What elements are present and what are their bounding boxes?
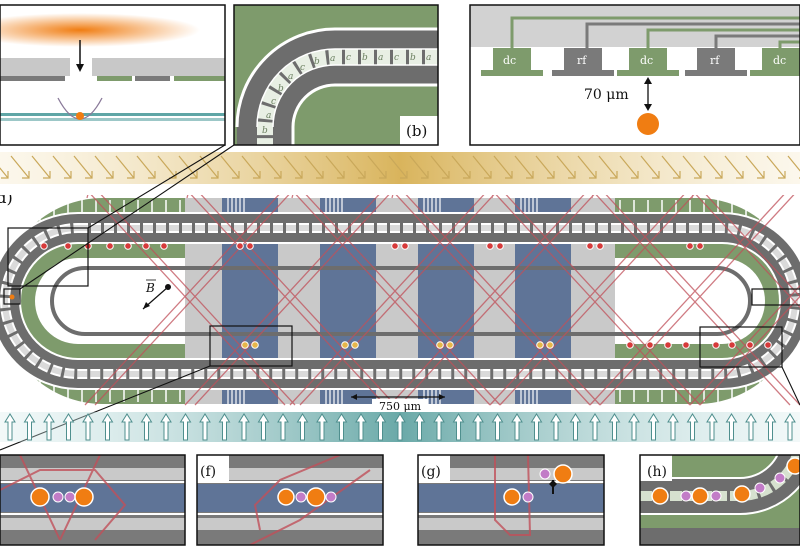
segment-letter: b	[314, 57, 320, 67]
scale-label: 750 μm	[379, 400, 422, 413]
segment-letter: a	[288, 72, 293, 82]
panel-d: (d) B	[0, 188, 800, 406]
segment-letter: a	[330, 54, 335, 64]
electrode-label: dc	[503, 54, 516, 67]
segment-letter: c	[271, 97, 276, 107]
segment-letter: b	[278, 84, 284, 94]
segment-letter: b	[262, 126, 268, 136]
segment-letter: c	[394, 53, 399, 63]
panel-c: dc rf dc rf dc 70 μm	[470, 5, 800, 145]
segment-letter: a	[378, 53, 383, 63]
electrode-rf	[697, 48, 735, 70]
panel-g: (g)	[418, 455, 604, 545]
panel-h: (h)	[640, 455, 800, 545]
electrode-label: rf	[710, 54, 720, 67]
electrode-label: rf	[577, 54, 587, 67]
segment-letter: c	[346, 53, 351, 63]
field-label: B	[145, 281, 155, 295]
teal-laser-bar	[0, 412, 800, 442]
electrode-label: dc	[640, 54, 653, 67]
segment-letter: c	[300, 63, 305, 73]
electrode-label: dc	[773, 54, 786, 67]
laser-beam-spot	[0, 13, 200, 47]
electrode-dc	[493, 48, 531, 70]
panel-label-b: (b)	[406, 122, 427, 140]
electrode-dc	[762, 48, 800, 70]
segment-letter: a	[266, 111, 271, 121]
panel-label-d: (d)	[0, 188, 13, 207]
panel-b: a b c a b c a b c a b c a b (b)	[234, 5, 438, 145]
segment-letter: b	[362, 53, 368, 63]
trapped-ion	[76, 112, 84, 120]
panel-label-g: (g)	[421, 464, 441, 480]
gold-laser-bar	[0, 152, 800, 184]
panel-label-h: (h)	[647, 464, 667, 480]
segment-letter: b	[410, 53, 416, 63]
panel-e	[0, 455, 185, 545]
panel-f: (f)	[197, 455, 383, 545]
trapped-ion	[637, 113, 659, 135]
electrode-dc	[629, 48, 667, 70]
distance-label: 70 μm	[584, 87, 629, 103]
electrode-rf	[564, 48, 602, 70]
segment-letter: a	[426, 53, 431, 63]
panel-label-f: (f)	[200, 464, 216, 480]
panel-a	[0, 5, 225, 145]
